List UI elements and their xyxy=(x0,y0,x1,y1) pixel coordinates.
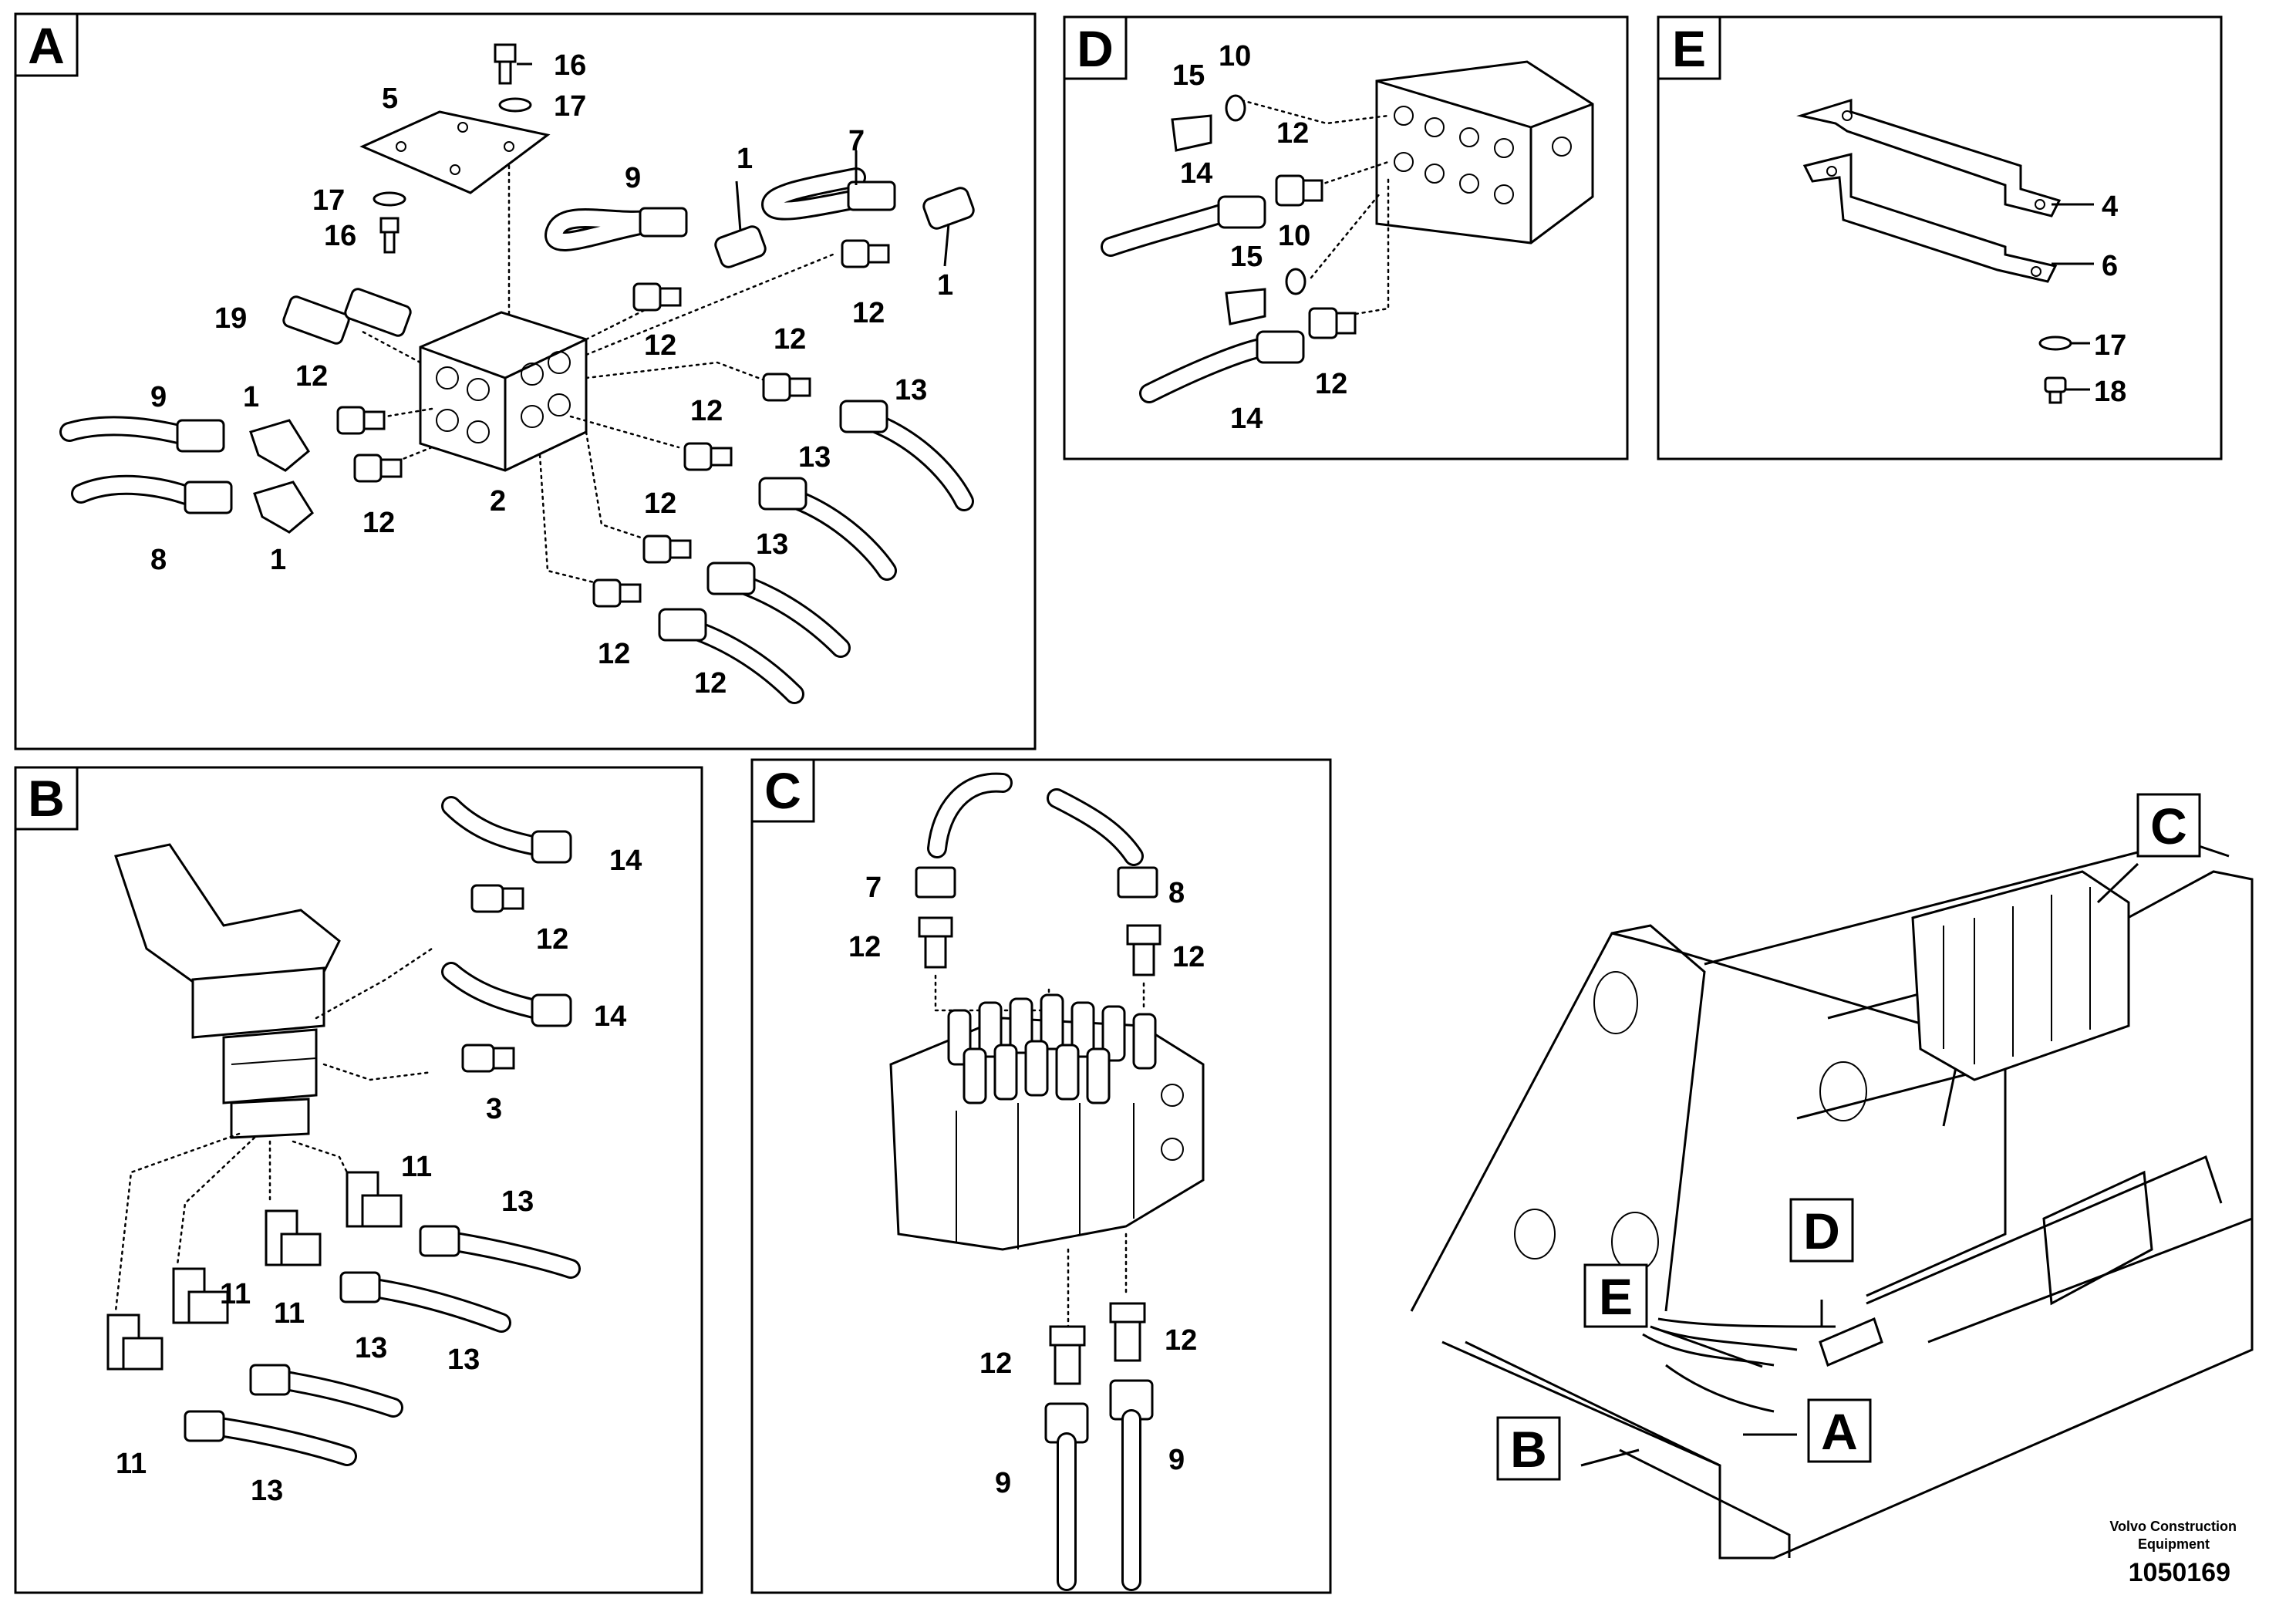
label-1: 1 xyxy=(243,381,259,413)
label-7: 7 xyxy=(865,872,882,904)
label-3: 3 xyxy=(486,1093,502,1125)
label-6: 6 xyxy=(2102,250,2118,282)
label-5: 5 xyxy=(382,83,398,115)
figure-number: 1050169 xyxy=(2129,1558,2230,1587)
label-14: 14 xyxy=(594,1000,626,1033)
label-8: 8 xyxy=(150,544,167,576)
overview-callout-c: C xyxy=(2150,798,2187,855)
label-14: 14 xyxy=(1180,157,1212,190)
label-12: 12 xyxy=(598,638,630,670)
label-14: 14 xyxy=(609,845,642,877)
label-16: 16 xyxy=(324,220,356,252)
label-9: 9 xyxy=(150,381,167,413)
label-12: 12 xyxy=(644,329,676,362)
label-2: 2 xyxy=(490,485,506,518)
label-12: 12 xyxy=(848,931,881,963)
panel-c-letter: C xyxy=(764,762,801,819)
label-10: 10 xyxy=(1219,40,1251,73)
label-12: 12 xyxy=(1172,941,1205,973)
panel-c-labels: 7 8 12 12 12 12 9 9 xyxy=(848,872,1205,1499)
label-7: 7 xyxy=(848,125,865,157)
panel-b: B xyxy=(14,766,703,1594)
label-13: 13 xyxy=(447,1344,480,1376)
overview-callout-e: E xyxy=(1599,1268,1633,1325)
panel-b-letter: B xyxy=(28,770,65,827)
panel-d-letter: D xyxy=(1077,20,1114,77)
label-10: 10 xyxy=(1278,220,1310,252)
panel-d: D 15 10 xyxy=(1063,15,1629,460)
label-14: 14 xyxy=(1230,403,1263,435)
label-12: 12 xyxy=(774,323,806,356)
label-1: 1 xyxy=(937,269,953,302)
label-12: 12 xyxy=(1276,117,1309,150)
label-11: 11 xyxy=(401,1151,432,1183)
panel-d-labels: 15 10 12 14 15 10 12 14 xyxy=(1172,40,1347,435)
label-12: 12 xyxy=(979,1347,1012,1380)
label-12: 12 xyxy=(362,507,395,539)
label-12: 12 xyxy=(295,360,328,393)
label-13: 13 xyxy=(355,1332,387,1364)
panel-a-letter: A xyxy=(28,17,65,74)
panel-a-labels: 16 17 5 17 16 9 1 7 1 19 12 12 12 12 9 1… xyxy=(150,49,953,700)
label-12: 12 xyxy=(536,923,568,956)
panel-e-labels: 4 6 17 18 xyxy=(2094,191,2126,408)
label-9: 9 xyxy=(995,1467,1011,1499)
label-18: 18 xyxy=(2094,376,2126,408)
label-8: 8 xyxy=(1168,877,1185,909)
label-11: 11 xyxy=(220,1278,251,1310)
label-9: 9 xyxy=(625,162,641,194)
label-12: 12 xyxy=(690,395,723,427)
label-13: 13 xyxy=(501,1185,534,1218)
label-19: 19 xyxy=(214,302,247,335)
brand-line-2: Equipment xyxy=(2138,1536,2210,1552)
label-13: 13 xyxy=(251,1475,283,1507)
label-9: 9 xyxy=(1168,1444,1185,1476)
label-13: 13 xyxy=(756,528,788,561)
panel-e-letter: E xyxy=(1672,20,1706,77)
label-12: 12 xyxy=(852,297,885,329)
label-13: 13 xyxy=(895,374,927,406)
label-17: 17 xyxy=(554,90,586,123)
label-11: 11 xyxy=(116,1448,147,1480)
label-4: 4 xyxy=(2102,191,2118,223)
label-16: 16 xyxy=(554,49,586,82)
label-11: 11 xyxy=(274,1297,305,1330)
panel-e: E 4 6 17 18 xyxy=(1657,15,2223,460)
label-15: 15 xyxy=(1230,241,1263,273)
label-12: 12 xyxy=(1165,1324,1197,1357)
label-1: 1 xyxy=(270,544,286,576)
overview-callout-d: D xyxy=(1803,1202,1840,1259)
overview-drawing: C D E B A xyxy=(1410,793,2254,1560)
overview-callout-a: A xyxy=(1821,1403,1858,1460)
label-17: 17 xyxy=(312,184,345,217)
label-13: 13 xyxy=(798,441,831,474)
footer: Volvo Construction Equipment 1050169 xyxy=(2109,1519,2237,1587)
panel-b-labels: 14 12 14 3 11 11 11 11 13 13 13 13 xyxy=(116,845,642,1507)
label-15: 15 xyxy=(1172,59,1205,92)
label-17: 17 xyxy=(2094,329,2126,362)
label-12: 12 xyxy=(694,667,727,700)
label-12: 12 xyxy=(1315,368,1347,400)
label-1: 1 xyxy=(737,143,753,175)
panel-a: A xyxy=(14,12,1037,750)
label-12: 12 xyxy=(644,487,676,520)
brand-line-1: Volvo Construction xyxy=(2109,1519,2237,1534)
panel-c: C xyxy=(750,758,1332,1594)
overview-callout-b: B xyxy=(1510,1421,1547,1478)
